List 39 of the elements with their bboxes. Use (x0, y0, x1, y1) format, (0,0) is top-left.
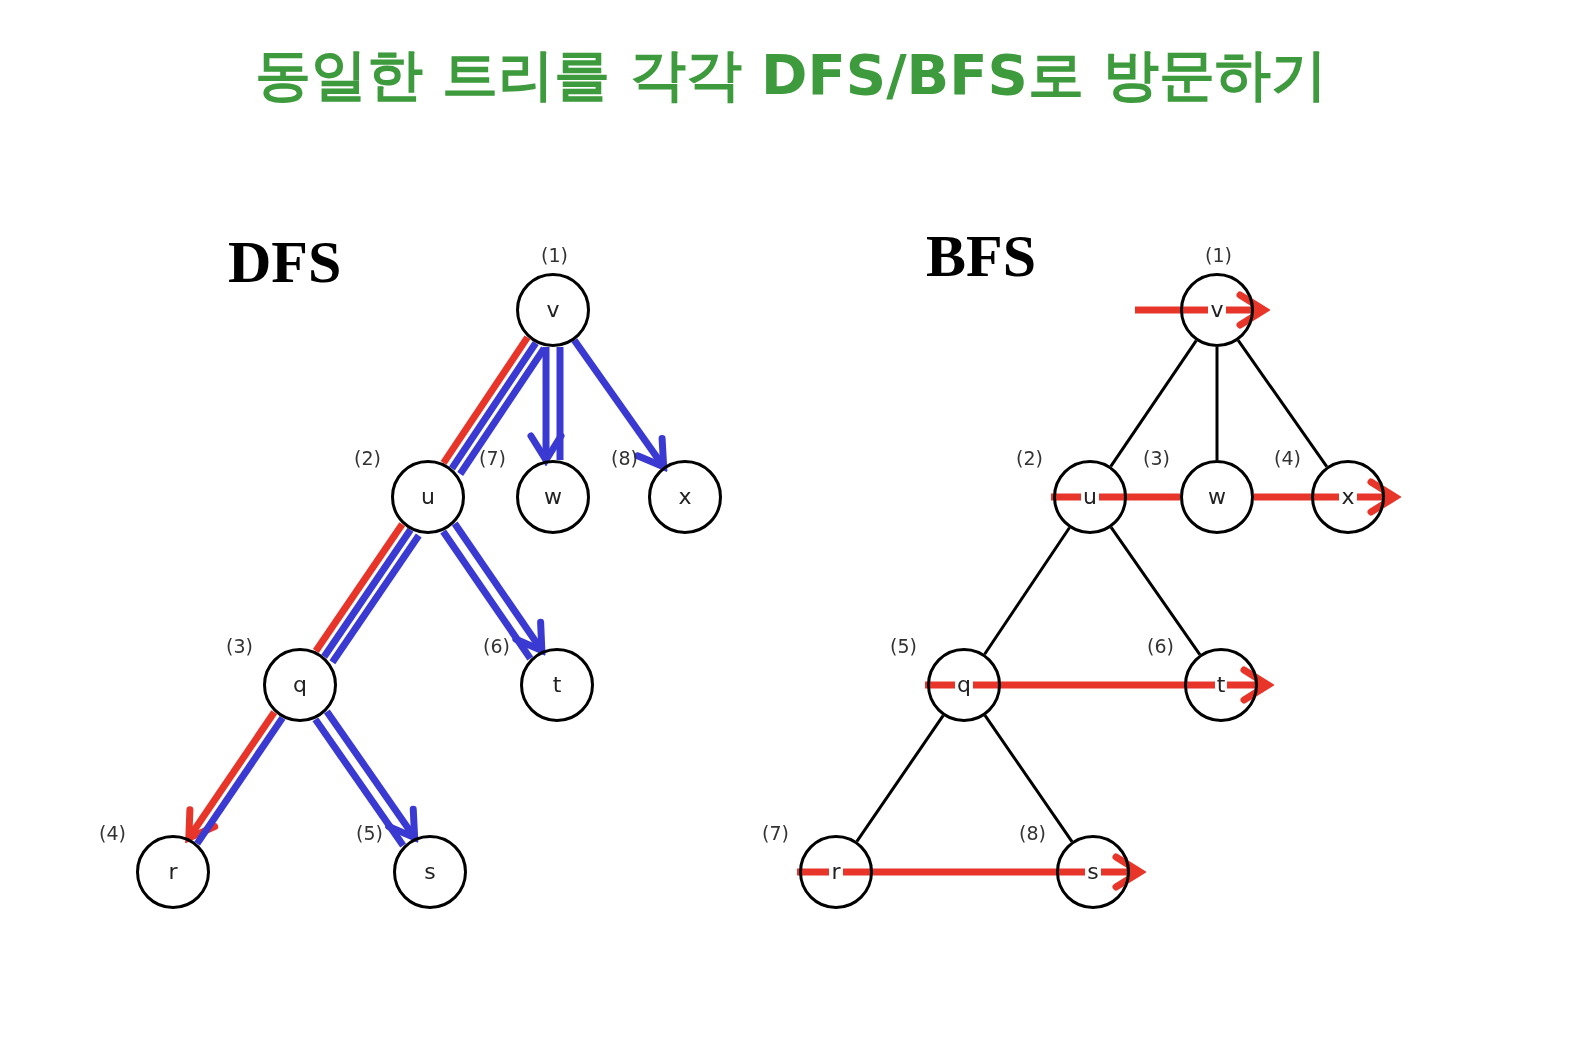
connector-line (1237, 339, 1328, 468)
connector-line (440, 529, 534, 661)
connector-line (194, 715, 286, 846)
arrow (527, 347, 565, 464)
visit-order-label: (6) (483, 637, 510, 656)
connector-line (983, 714, 1074, 843)
title: 동일한 트리를 각각 DFS/BFS로 방문하기 (253, 41, 1329, 109)
connector-line (312, 717, 406, 848)
connector-line (448, 341, 539, 471)
connector-line (855, 714, 945, 843)
connector-line (983, 526, 1071, 656)
connector-line (321, 527, 414, 659)
connector-line (1215, 347, 1219, 460)
visit-order-label: (2) (1016, 449, 1043, 468)
visit-order-label: (1) (541, 246, 568, 265)
arrow (451, 521, 546, 655)
connector-line (312, 522, 406, 653)
connector-line (440, 335, 531, 465)
section-heading: DFS (228, 232, 342, 292)
visit-order-label: (4) (99, 824, 126, 843)
section-heading: BFS (926, 226, 1037, 286)
visit-order-label: (8) (611, 449, 638, 468)
visit-order-label: (4) (1274, 449, 1301, 468)
arrow (571, 338, 668, 471)
visit-order-label: (7) (762, 824, 789, 843)
connector-line (1109, 526, 1202, 656)
connector-line (1109, 339, 1198, 468)
visit-order-label: (2) (354, 449, 381, 468)
visit-order-label: (3) (1143, 449, 1170, 468)
visit-order-label: (7) (479, 449, 506, 468)
visit-order-label: (5) (890, 637, 917, 656)
arrow (324, 709, 419, 842)
visit-order-label: (6) (1147, 637, 1174, 656)
visit-order-label: (8) (1019, 824, 1046, 843)
visit-order-label: (1) (1205, 246, 1232, 265)
visit-order-label: (3) (226, 637, 253, 656)
arrow (185, 710, 278, 842)
visit-order-label: (5) (356, 824, 383, 843)
connector-line (329, 533, 422, 665)
